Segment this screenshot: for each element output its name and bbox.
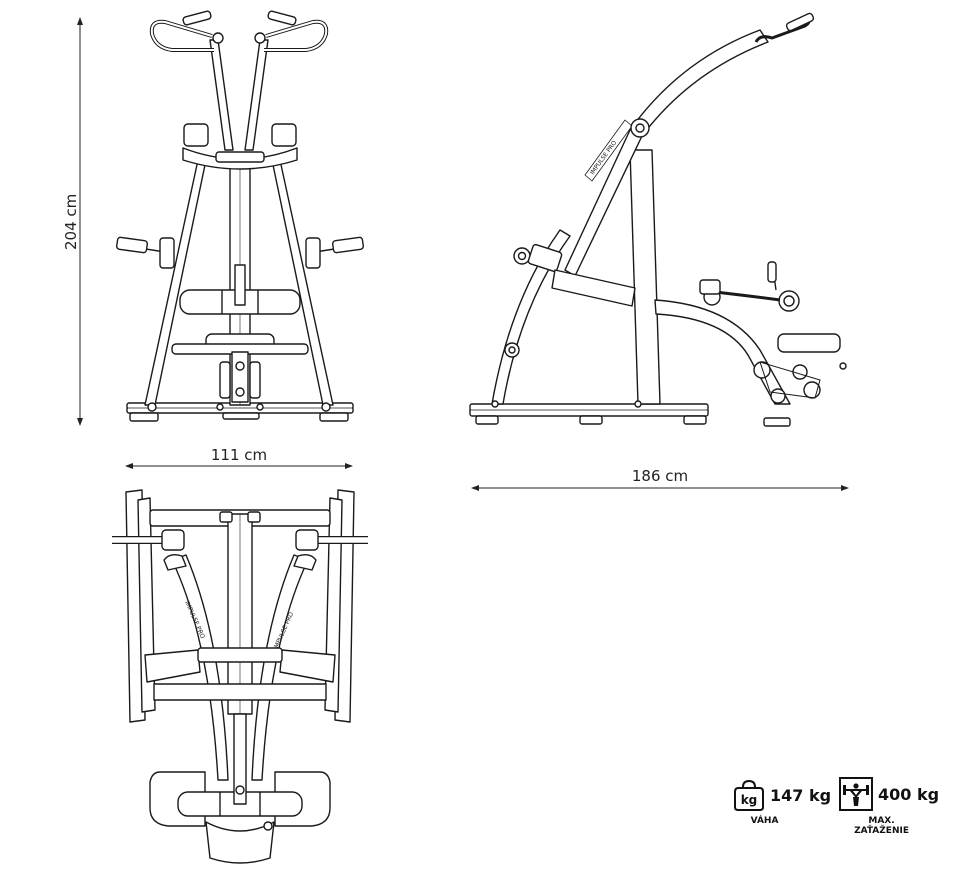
top-view: IMPULSE PRO IMPULSE PRO — [112, 489, 368, 864]
weight-label: VÁHA — [750, 816, 779, 826]
side-view: IMPULSE PRO — [469, 12, 847, 427]
width-dimension-label: 111 cm — [211, 446, 267, 464]
max-load-label: MAX. ZAŤAŽENIE — [852, 816, 912, 836]
kettlebell-icon: kg — [734, 779, 764, 811]
front-view — [115, 10, 365, 422]
width-dimension: 111 cm — [125, 446, 353, 469]
weightlifter-icon — [839, 777, 873, 811]
max-load-label-line2: ZAŤAŽENIE — [854, 826, 909, 836]
weight-spec: kg 147 kg VÁHA — [732, 778, 831, 826]
length-dimension: 186 cm — [471, 467, 849, 491]
kettlebell-icon-label: kg — [741, 793, 758, 807]
weight-value: 147 kg — [770, 785, 832, 805]
height-dimension: 204 cm — [62, 17, 83, 426]
max-load-value: 400 kg — [878, 784, 940, 804]
length-dimension-label: 186 cm — [632, 467, 688, 485]
height-dimension-label: 204 cm — [62, 194, 80, 250]
max-load-label-line1: MAX. — [868, 816, 895, 826]
max-load-spec: 400 kg MAX. ZAŤAŽENIE — [838, 776, 939, 836]
